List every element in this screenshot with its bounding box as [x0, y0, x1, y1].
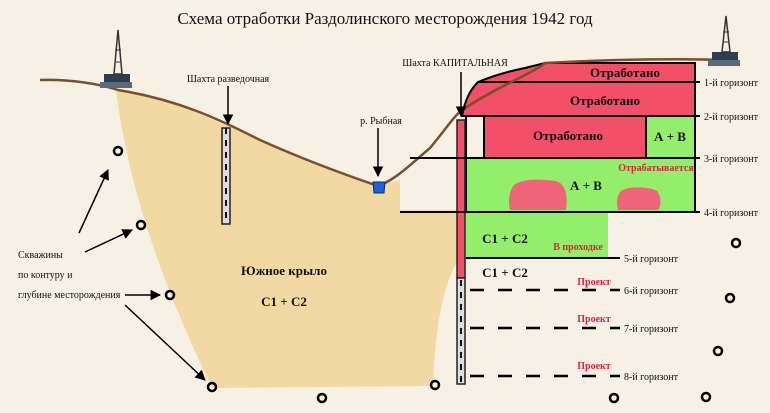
wells-label-line1: Скважины	[18, 250, 63, 261]
project-label-6: Проект	[577, 277, 611, 288]
south-wing-label: Южное крыло	[241, 263, 327, 278]
well-marker	[135, 219, 147, 231]
in-progress-label: В проходке	[553, 242, 603, 253]
project-label-8: Проект	[577, 361, 611, 372]
horizon-label-6: 6-й горизонт	[624, 286, 679, 297]
c1c2-below-label: С1 + С2	[482, 265, 528, 280]
south-wing-reserve-label: С1 + С2	[261, 294, 307, 309]
well-marker	[429, 379, 441, 391]
wells-label-line3: глубине месторождения	[18, 290, 121, 301]
horizon-label-7: 7-й горизонт	[624, 324, 679, 335]
mined-zone-top	[477, 62, 696, 83]
exploration-shaft-label: Шахта разведочная	[187, 74, 270, 85]
ore-lens-right	[616, 187, 661, 210]
horizon-label-5: 5-й горизонт	[624, 254, 679, 265]
left-gap-block	[465, 115, 485, 159]
well-marker	[608, 392, 620, 404]
being-mined-label: Отрабатывается	[618, 163, 694, 174]
project-label-7: Проект	[577, 314, 611, 325]
drilling-rig-left-icon	[100, 29, 132, 88]
drilling-rig-right-icon	[708, 15, 740, 66]
pointer-arrows	[78, 72, 467, 381]
well-marker	[316, 392, 328, 404]
horizon-label-2: 2-й горизонт	[704, 112, 759, 123]
river-water	[372, 181, 386, 194]
ab-upper-label: А + В	[654, 129, 686, 144]
main-shaft-upper	[456, 119, 466, 279]
horizon-label-8: 8-й горизонт	[624, 372, 679, 383]
wells-label-line2: по контуру и	[18, 270, 73, 281]
diagram-title: Схема отработки Раздолинского месторожде…	[177, 9, 593, 28]
ore-lens-left	[508, 179, 567, 210]
wells	[112, 145, 742, 404]
south-wing-ore-body	[116, 90, 458, 388]
well-marker	[700, 391, 712, 403]
horizon-label-1: 1-й горизонт	[704, 78, 759, 89]
in-progress-zone	[466, 212, 608, 257]
mined-label-1: Отработано	[590, 65, 660, 80]
ab-lower-label: А + В	[570, 178, 602, 193]
well-marker	[112, 145, 124, 157]
well-marker	[164, 289, 176, 301]
river-label: р. Рыбная	[360, 116, 402, 127]
well-marker	[206, 381, 218, 393]
main-shaft-label: Шахта КАПИТАЛЬНАЯ	[402, 58, 508, 69]
horizon-label-3: 3-й горизонт	[704, 154, 759, 165]
c1c2-block-label: С1 + С2	[482, 231, 528, 246]
ground-surface	[39, 57, 731, 188]
mined-label-3: Отработано	[533, 128, 603, 143]
horizon-label-4: 4-й горизонт	[704, 208, 759, 219]
well-marker	[712, 345, 724, 357]
well-marker	[724, 292, 736, 304]
mined-label-2: Отработано	[570, 93, 640, 108]
well-marker	[730, 237, 742, 249]
